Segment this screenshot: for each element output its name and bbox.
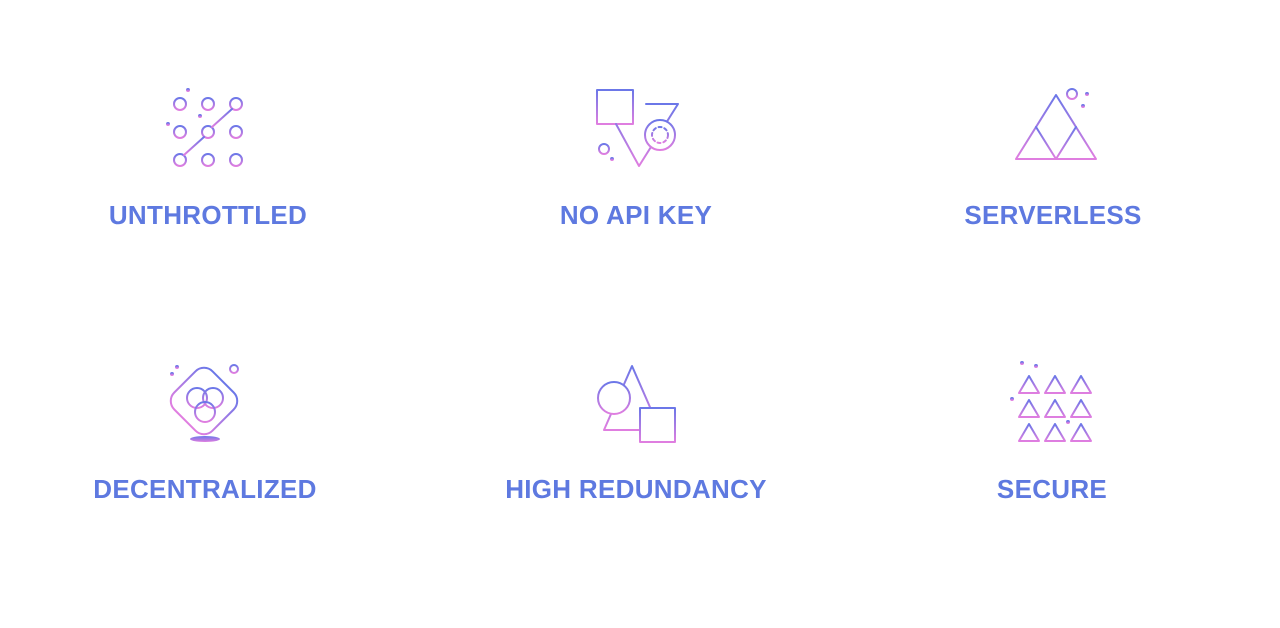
feature-label: UNTHROTTLED (108, 200, 308, 230)
feature-no-api-key: NO API KEY (436, 80, 836, 231)
feature-label: NO API KEY (559, 200, 713, 230)
feature-decentralized: DECENTRALIZED (5, 354, 405, 505)
feature-unthrottled: UNTHROTTLED (8, 80, 408, 231)
feature-label: SERVERLESS (964, 200, 1142, 230)
feature-label: SECURE (996, 474, 1108, 504)
triangle-grid-icon (1010, 361, 1092, 442)
square-triangle-circle-icon (596, 89, 679, 167)
feature-label: DECENTRALIZED (93, 474, 317, 504)
dot-grid-path-icon (166, 88, 243, 167)
triangle-pyramid-icon (1015, 88, 1097, 166)
diamond-circles-icon (169, 364, 239, 442)
triangle-circle-square-icon (597, 365, 676, 443)
feature-label: HIGH REDUNDANCY (505, 474, 767, 504)
feature-high-redundancy: HIGH REDUNDANCY (436, 354, 836, 505)
feature-secure: SECURE (852, 354, 1252, 505)
feature-serverless: SERVERLESS (853, 80, 1253, 231)
